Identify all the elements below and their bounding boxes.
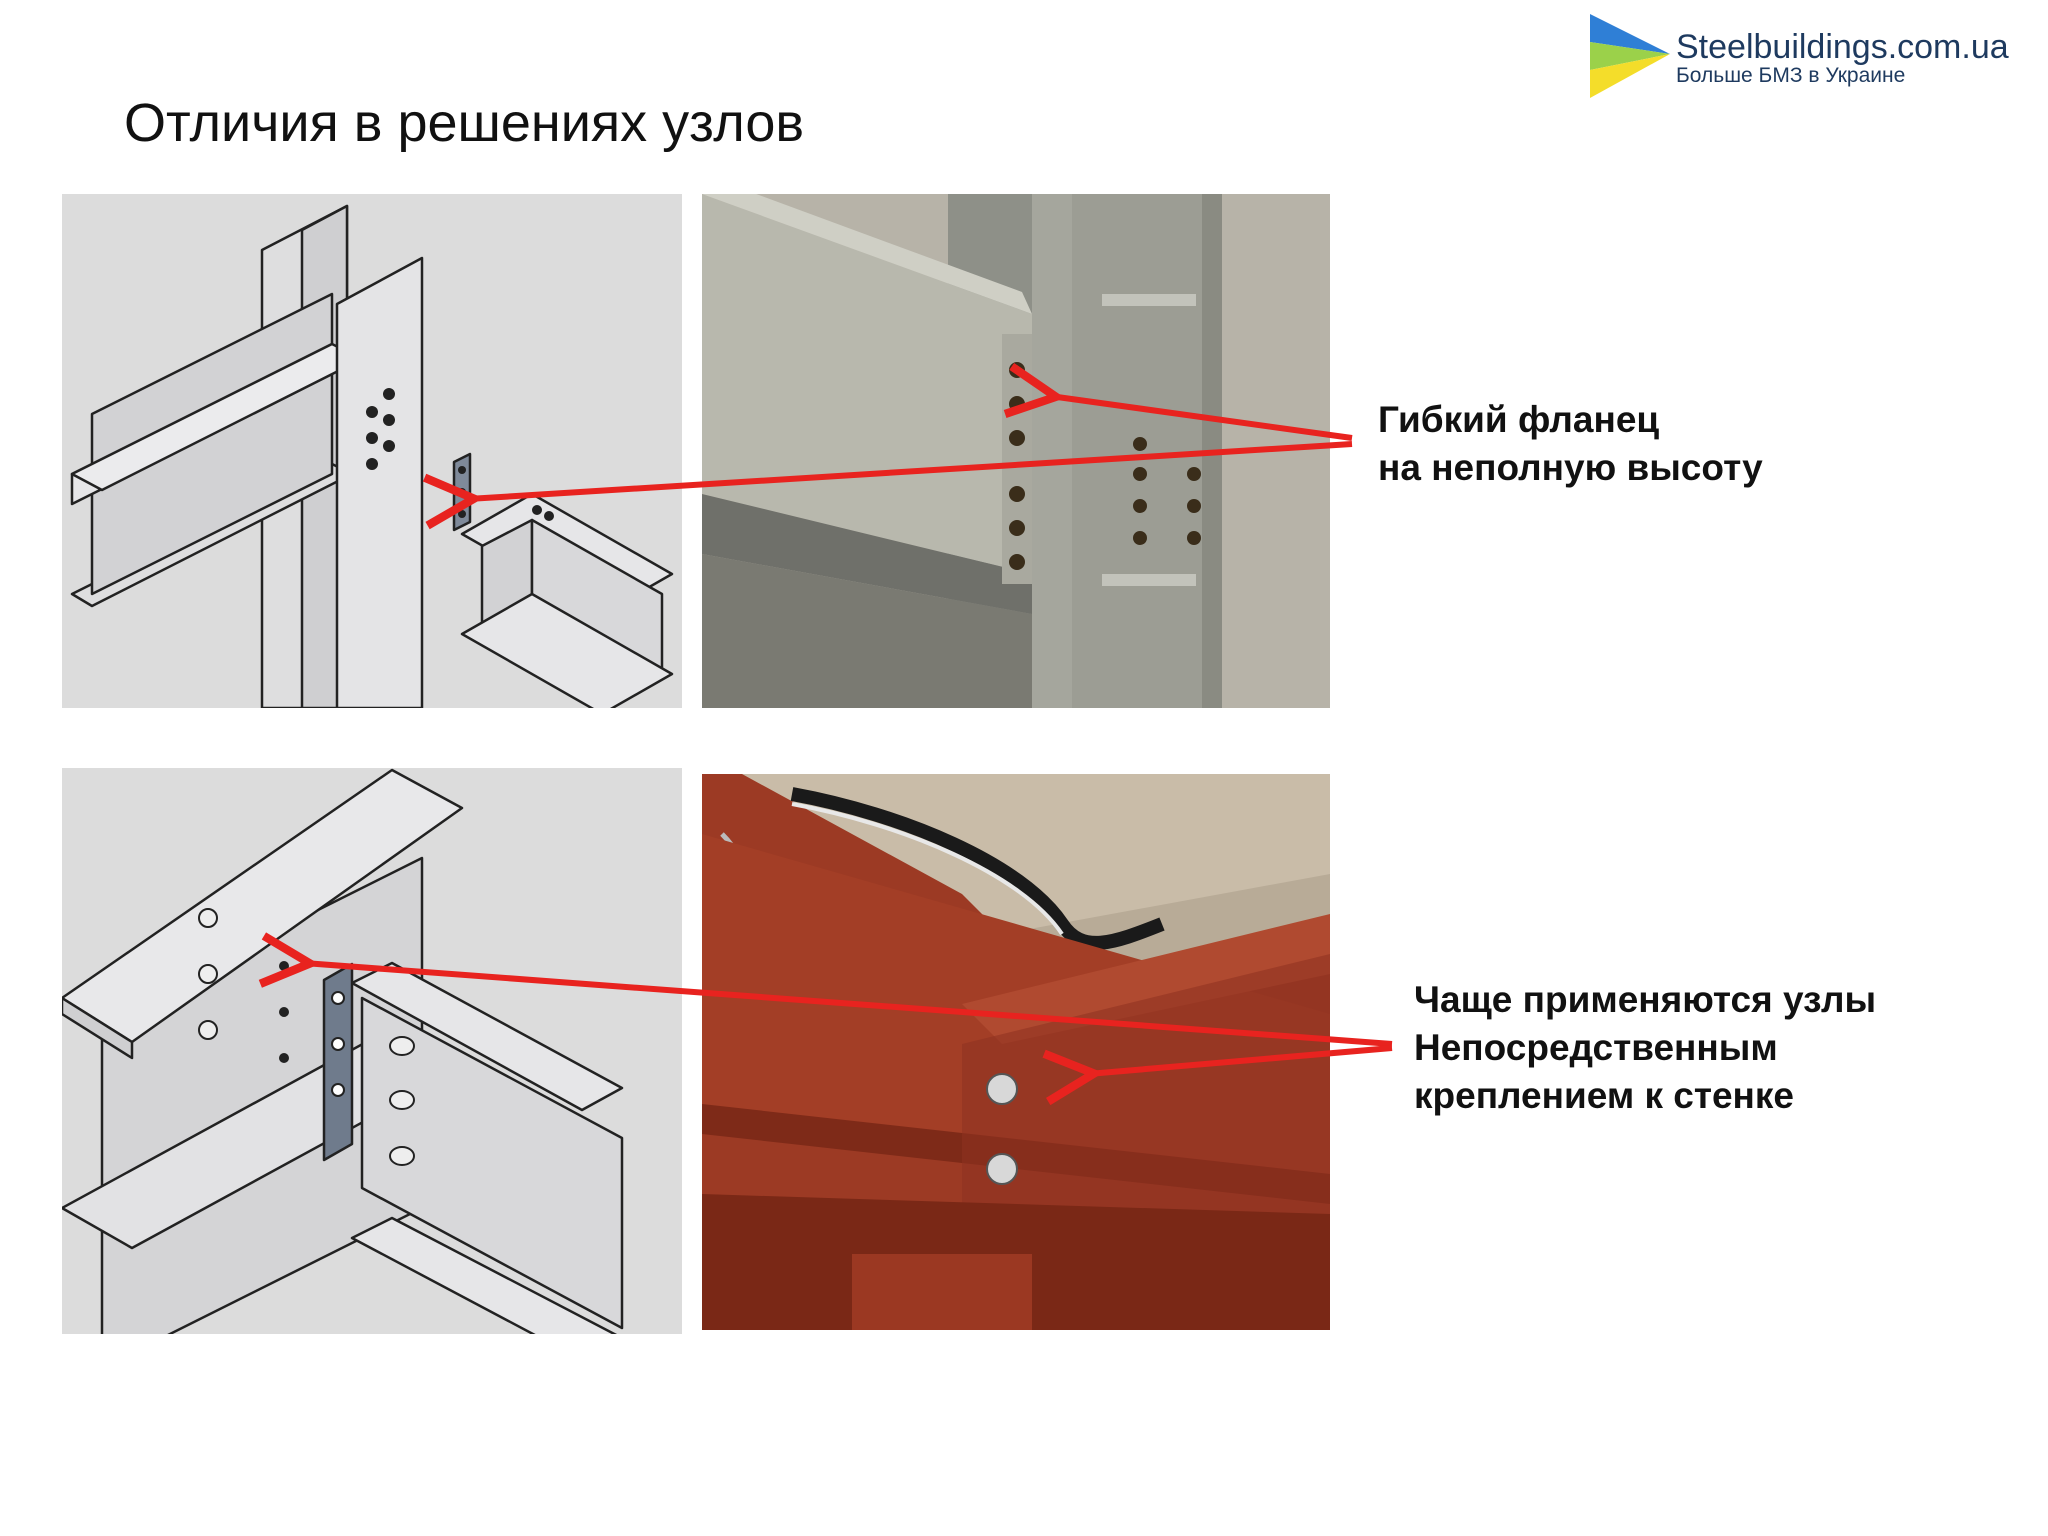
callout-bottom: Чаще применяются узлы Непосредственным к…	[1414, 976, 1876, 1120]
gray-steel-endplate-photo	[702, 194, 1330, 708]
column-beam-endplate-drawing	[62, 194, 682, 708]
logo-name: Steelbuildings.com.ua	[1676, 28, 2009, 66]
logo: Steelbuildings.com.ua Больше БМЗ в Украи…	[1586, 12, 2036, 102]
callout-top-line2: на неполную высоту	[1378, 447, 1763, 488]
beam-web-cleat-drawing	[62, 768, 682, 1334]
logo-chevron-icon	[1590, 14, 1670, 98]
slide-title: Отличия в решениях узлов	[124, 93, 805, 153]
callout-bottom-line1: Чаще применяются узлы	[1414, 979, 1877, 1020]
callout-top-line1: Гибкий фланец	[1378, 399, 1660, 440]
callout-bottom-line3: креплением к стенке	[1414, 1075, 1794, 1116]
red-steel-web-connection-photo	[702, 774, 1330, 1330]
logo-tagline: Больше БМЗ в Украине	[1676, 64, 1906, 87]
callout-top: Гибкий фланец на неполную высоту	[1378, 396, 1763, 492]
callout-bottom-line2: Непосредственным	[1414, 1027, 1778, 1068]
